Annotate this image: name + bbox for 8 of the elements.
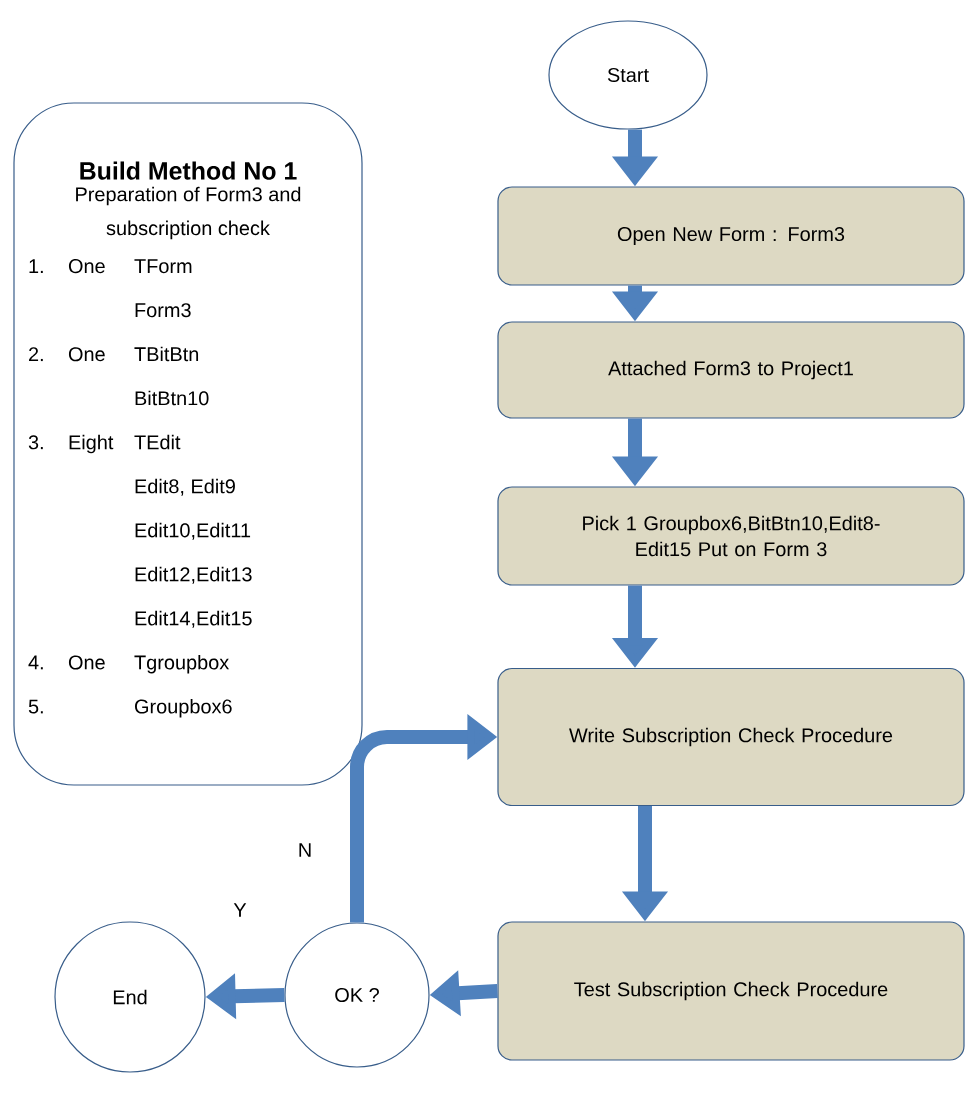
process-box: Attached Form3 to Project1 <box>497 321 965 419</box>
process-box: Open New Form : Form3 <box>497 186 965 286</box>
edge-label: Y <box>231 901 249 919</box>
list-box: Build Method No 1 Preparation of Form3 and subscription check 1. One TForm Form3 2. One TBitBtn BitBtn10 3. Eight TEdit Edit8, Edit9 Edit10,Edit11 Edit12,Edit13 Edit14,Edit15 4. One Tgroupbox 5. Groupbox6 <box>13 102 363 786</box>
edge-label: N <box>295 841 315 859</box>
process-box: Pick 1 Groupbox6,BitBtn10,Edit8-Edit15 Put on Form 3 <box>497 486 965 586</box>
process-box: Test Subscription Check Procedure <box>497 921 965 1061</box>
process-box: Write Subscription Check Procedure <box>497 667 965 807</box>
